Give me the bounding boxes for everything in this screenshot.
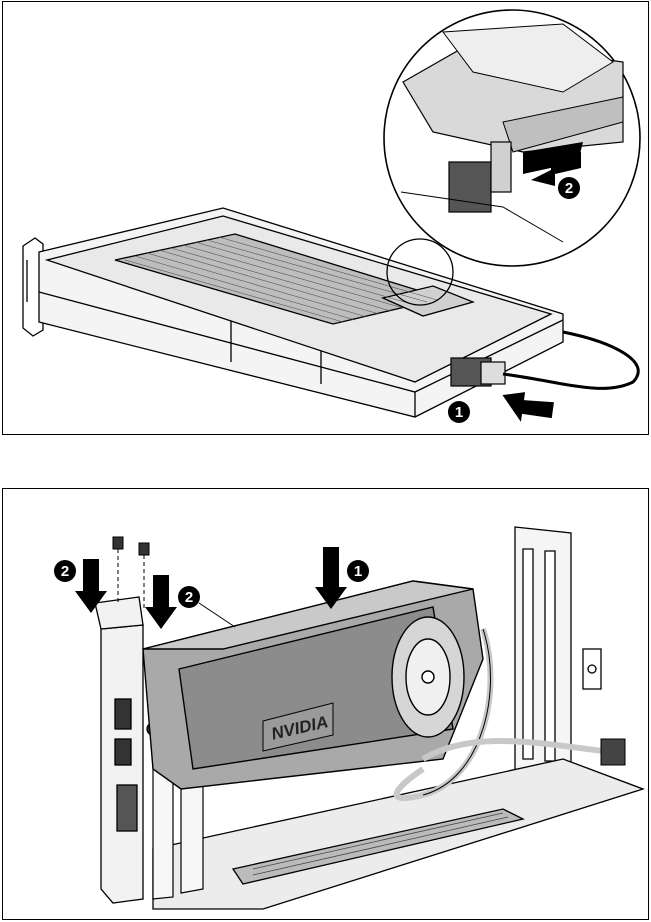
callout-bottom-step-2a: 2 bbox=[54, 560, 76, 582]
callout-top-step-1: 1 bbox=[448, 401, 470, 423]
figure-bottom-panel: NVIDIA 1 2 2 bbox=[2, 488, 649, 920]
screw-2 bbox=[139, 543, 149, 609]
callout-bottom-step-1-label: 1 bbox=[354, 563, 362, 580]
cable-connector bbox=[601, 739, 625, 765]
zoom-detail bbox=[384, 10, 640, 266]
callout-top-step-2: 2 bbox=[558, 177, 580, 199]
down-arrow-middle bbox=[145, 575, 177, 629]
callout-bottom-step-2b: 2 bbox=[178, 586, 200, 608]
figure-top-drawing: 1 2 bbox=[3, 2, 650, 436]
accelerator-card-bottom bbox=[143, 581, 483, 789]
power-connector-top bbox=[451, 358, 505, 386]
insert-arrow-1 bbox=[499, 389, 555, 426]
callout-top-step-1-label: 1 bbox=[455, 404, 463, 421]
callout-top-step-2-label: 2 bbox=[565, 180, 573, 197]
figure-top-panel: 1 2 bbox=[2, 1, 649, 435]
screw-1 bbox=[113, 537, 123, 605]
callout-leader bbox=[199, 603, 235, 627]
figure-bottom-drawing: NVIDIA 1 2 2 bbox=[3, 489, 650, 921]
callout-bottom-step-2b-label: 2 bbox=[185, 589, 193, 606]
callout-bottom-step-2a-label: 2 bbox=[61, 563, 69, 580]
card-io-bracket bbox=[95, 597, 159, 903]
callout-bottom-step-1: 1 bbox=[347, 560, 369, 582]
